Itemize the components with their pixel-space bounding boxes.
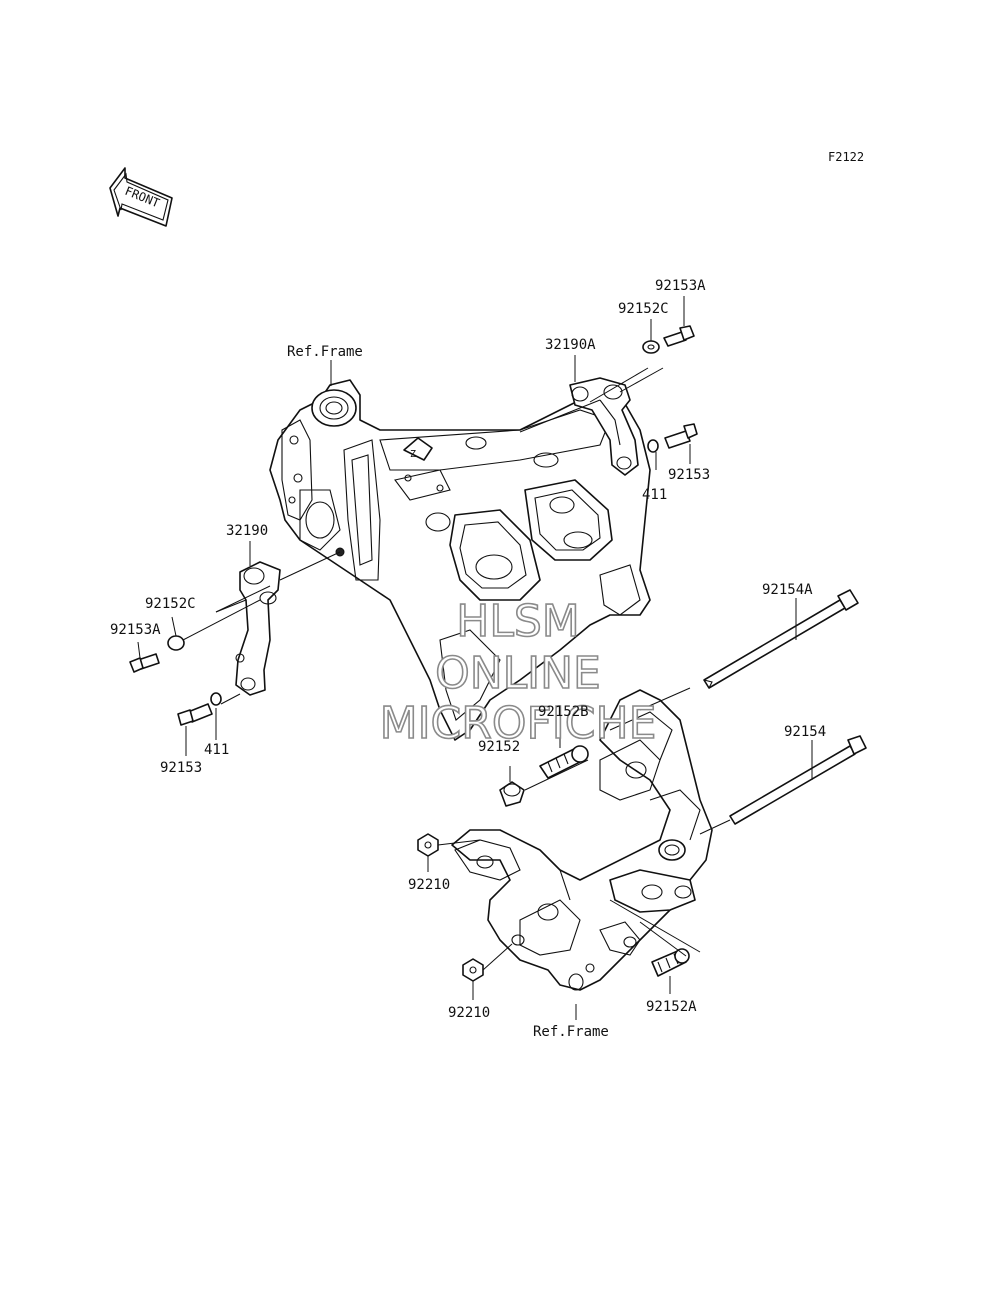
label-92152A: 92152A bbox=[646, 999, 697, 1015]
label-92153-left: 92153 bbox=[160, 760, 202, 776]
figure-code: F2122 bbox=[828, 150, 864, 164]
bolt-92153-top bbox=[664, 423, 698, 449]
label-411-top: 411 bbox=[642, 487, 667, 503]
label-92152B: 92152B bbox=[538, 704, 589, 720]
collar-92152C-left bbox=[167, 635, 185, 651]
bolt-92154A bbox=[703, 589, 859, 689]
watermark: HLSM ONLINE MICROFICHE bbox=[379, 595, 657, 750]
nut-92210-upper bbox=[417, 833, 439, 857]
bolt-92153-left bbox=[177, 703, 213, 726]
lower-frame-drawing bbox=[451, 689, 713, 991]
front-direction-arrow-icon: FRONT bbox=[109, 167, 173, 227]
washer-411-left bbox=[210, 692, 222, 706]
watermark-line2: ONLINE bbox=[435, 648, 601, 699]
label-92153A-left: 92153A bbox=[110, 622, 161, 638]
label-92153-top: 92153 bbox=[668, 467, 710, 483]
collar-92152 bbox=[499, 781, 525, 807]
nut-92210-lower bbox=[462, 958, 484, 982]
bolt-92153A-left bbox=[129, 653, 160, 673]
watermark-line3: MICROFICHE bbox=[380, 698, 657, 749]
washer-411-top bbox=[647, 439, 659, 453]
bolt-92154 bbox=[729, 735, 867, 825]
collar-92152C-top bbox=[642, 340, 660, 354]
label-92152C-top: 92152C bbox=[618, 301, 669, 317]
label-92152C-left: 92152C bbox=[145, 596, 196, 612]
bolt-92153A-top bbox=[663, 325, 695, 347]
collar-92152A bbox=[651, 948, 690, 977]
label-32190A: 32190A bbox=[545, 337, 596, 353]
label-32190: 32190 bbox=[226, 523, 268, 539]
label-411-left: 411 bbox=[204, 742, 229, 758]
collar-92152B bbox=[539, 745, 589, 779]
label-ref-frame-top: Ref.Frame bbox=[287, 344, 363, 360]
leader-lines bbox=[137, 296, 813, 1020]
label-92154: 92154 bbox=[784, 724, 826, 740]
label-92210-lower: 92210 bbox=[448, 1005, 490, 1021]
watermark-line1: HLSM bbox=[456, 596, 580, 647]
bracket-32190A bbox=[569, 377, 639, 476]
part-labels: 92153A 92152C 32190A Ref.Frame 92153 411… bbox=[110, 278, 826, 1040]
label-92152: 92152 bbox=[478, 739, 520, 755]
main-frame-drawing: Z bbox=[269, 379, 651, 741]
label-ref-frame-bottom: Ref.Frame bbox=[533, 1024, 609, 1040]
label-92210-upper: 92210 bbox=[408, 877, 450, 893]
bracket-32190 bbox=[235, 561, 281, 696]
svg-text:Z: Z bbox=[410, 449, 416, 460]
label-92154A: 92154A bbox=[762, 582, 813, 598]
label-92153A-top: 92153A bbox=[655, 278, 706, 294]
